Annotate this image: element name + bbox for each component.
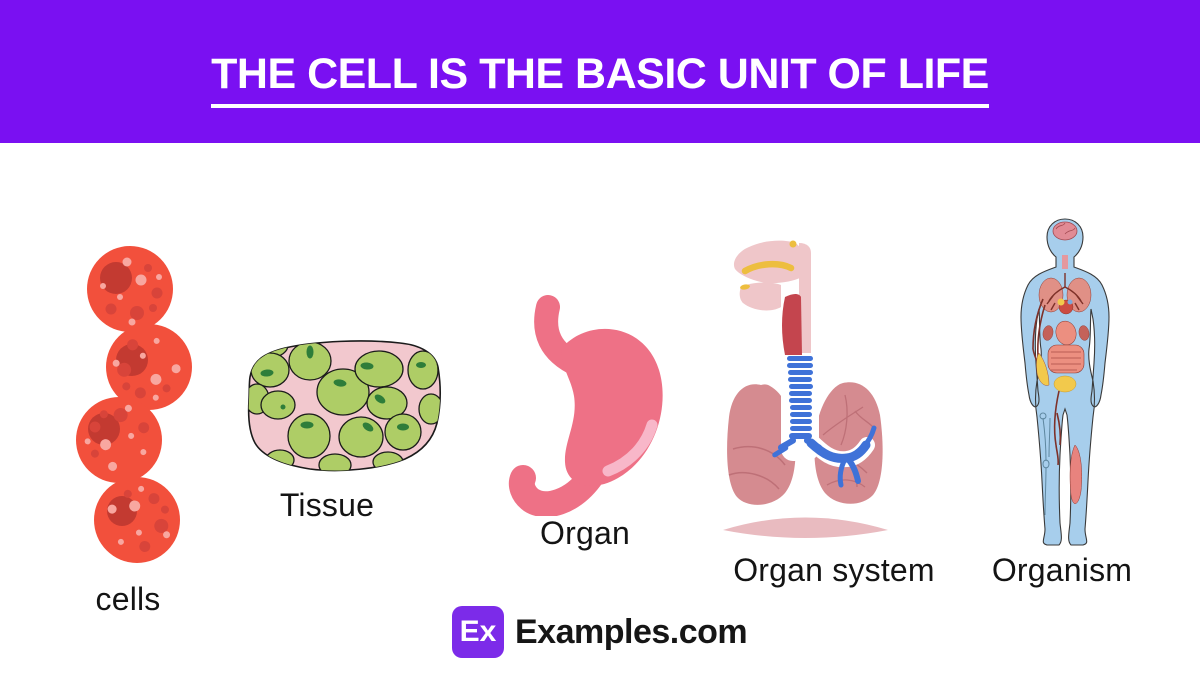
stage-label-organ-system: Organ system: [733, 552, 935, 588]
stage-organism: [1003, 213, 1127, 558]
stage-cells: [58, 230, 208, 575]
site-logo: Ex Examples.com: [452, 606, 748, 658]
stage-tissue: [245, 335, 445, 485]
tissue-illustration: [247, 340, 441, 472]
respiratory-system-illustration: [723, 240, 888, 538]
logo-badge: Ex: [452, 606, 504, 658]
stomach-illustration: [508, 295, 663, 518]
stage-label-tissue: Tissue: [279, 487, 375, 523]
header-banner: THE CELL IS THE BASIC UNIT OF LIFE: [0, 0, 1200, 143]
human-body-illustration: [1020, 218, 1110, 546]
page-title: THE CELL IS THE BASIC UNIT OF LIFE: [211, 50, 989, 108]
stage-label-organism: Organism: [991, 552, 1133, 588]
logo-text: Examples.com: [515, 612, 748, 651]
stage-organ: [498, 294, 673, 521]
page-title-wrap: THE CELL IS THE BASIC UNIT OF LIFE: [211, 44, 989, 108]
stage-label-organ: Organ: [540, 515, 630, 551]
stage-organ-system: [715, 235, 895, 552]
red-cells-illustration: [76, 246, 192, 565]
stage-label-cells: cells: [95, 581, 161, 617]
